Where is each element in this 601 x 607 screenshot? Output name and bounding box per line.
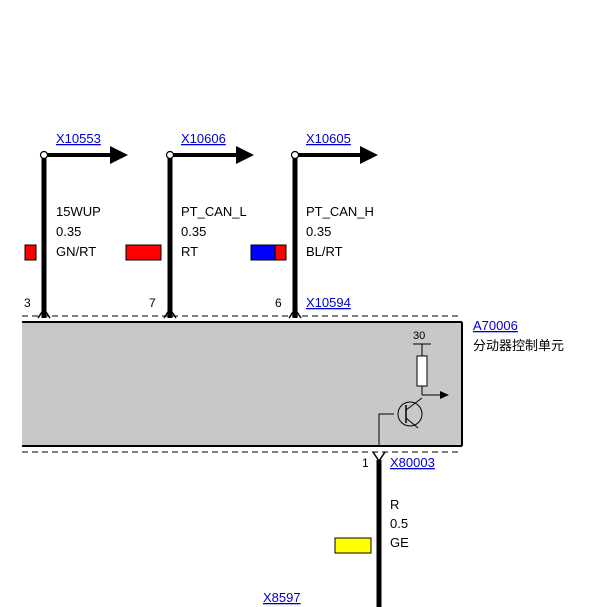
- wire-color-swatch-stripe: [274, 244, 287, 261]
- wire-size-label: 0.5: [390, 516, 408, 531]
- connector-x10594-link[interactable]: X10594: [306, 295, 351, 310]
- junction-dot: [39, 150, 49, 160]
- wire-color-name: GE: [390, 535, 409, 550]
- wire-15wup: X10553 15WUP 0.35 GN/RT 3: [24, 131, 128, 319]
- module-name: 分动器控制单元: [473, 338, 564, 353]
- module-id-link[interactable]: A70006: [473, 318, 518, 333]
- pin-number: 1: [362, 456, 369, 470]
- wire-color-swatch: [24, 244, 37, 261]
- transistor-emitter: [405, 417, 419, 429]
- wire-size-label: 0.35: [56, 224, 81, 239]
- module-body: [22, 322, 462, 446]
- transistor-lead: [378, 413, 394, 446]
- wire-color-swatch: [334, 537, 372, 554]
- junction-dot: [290, 150, 300, 160]
- transistor-collector: [405, 397, 423, 411]
- wire-size-label: 0.35: [306, 224, 331, 239]
- wire-signal-label: PT_CAN_L: [181, 204, 247, 219]
- pin-number: 3: [24, 296, 31, 310]
- connector-x10605-link[interactable]: X10605: [306, 131, 351, 146]
- pin-number: 6: [275, 296, 282, 310]
- wire-color-label: GN/RT: [56, 244, 96, 259]
- supply-label: 30: [413, 330, 425, 342]
- wire-pt-can-l: X10606 PT_CAN_L 0.35 RT 7: [125, 131, 254, 319]
- wire-size-label: 0.35: [181, 224, 206, 239]
- pin-fork-icon: [163, 307, 177, 319]
- pin-fork-icon: [37, 307, 51, 319]
- connector-x80003-link[interactable]: X80003: [390, 455, 435, 470]
- connector-x8597-link[interactable]: X8597: [263, 590, 301, 605]
- wire-pt-can-h: X10605 PT_CAN_H 0.35 BL/RT 6 X10594: [250, 131, 378, 319]
- wire-color-label: RT: [181, 244, 198, 259]
- pin-fork-icon: [288, 307, 302, 319]
- wire-output: 1 X80003 R 0.5 GE: [334, 451, 435, 607]
- wire-color-label: BL/RT: [306, 244, 343, 259]
- control-module: 30: [22, 321, 463, 447]
- pin-fork-icon: [372, 451, 386, 463]
- arrow-right-icon: [360, 146, 378, 164]
- pin-number: 7: [149, 296, 156, 310]
- resistor-icon: [416, 355, 428, 387]
- arrow-right-icon: [110, 146, 128, 164]
- wire-color-swatch: [125, 244, 162, 261]
- transistor-icon: [397, 401, 423, 427]
- arrow-right-icon: [440, 391, 449, 399]
- wire-signal-label: 15WUP: [56, 204, 101, 219]
- wire-color-code: R: [390, 497, 399, 512]
- connector-x10553-link[interactable]: X10553: [56, 131, 101, 146]
- wire-signal-label: PT_CAN_H: [306, 204, 374, 219]
- junction-dot: [165, 150, 175, 160]
- wire-color-swatch-primary: [250, 244, 276, 261]
- arrow-right-icon: [236, 146, 254, 164]
- connector-x10606-link[interactable]: X10606: [181, 131, 226, 146]
